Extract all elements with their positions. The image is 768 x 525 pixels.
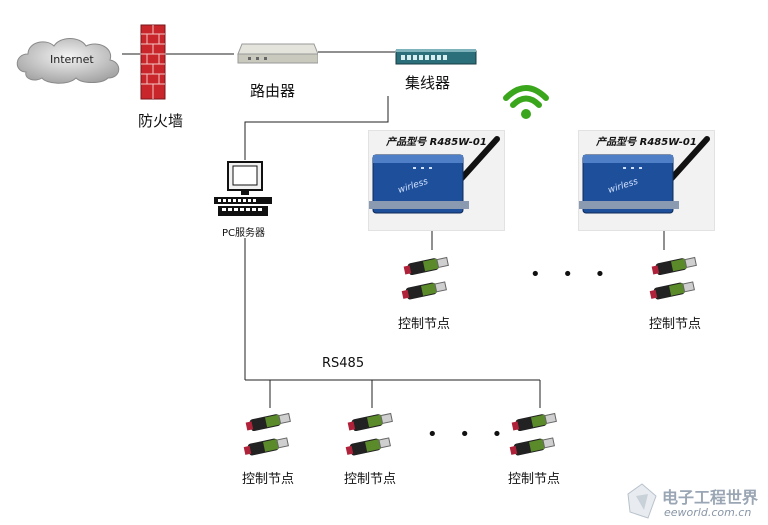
computer-icon — [214, 161, 272, 216]
control-node-wired-1 — [240, 408, 296, 460]
pc-server — [212, 160, 274, 220]
control-node-wired-2 — [342, 408, 398, 460]
control-node-wireless-2 — [646, 252, 702, 304]
internet-label: Internet — [50, 53, 94, 66]
modem-model-label: 产品型号 R485W-01 — [596, 137, 697, 148]
router — [234, 42, 319, 66]
router-label: 路由器 — [250, 82, 296, 100]
wifi-icon — [503, 85, 549, 119]
hub-label: 集线器 — [405, 74, 451, 92]
actuator-icon — [345, 412, 393, 456]
switch-icon — [395, 49, 477, 65]
modem-photo-1: 产品型号 R485W-01 wirless — [368, 130, 505, 231]
actuator-icon — [243, 412, 291, 456]
modem-photo-2: 产品型号 R485W-01 wirless — [578, 130, 715, 231]
internet-cloud: Internet — [12, 32, 124, 87]
firewall — [140, 24, 166, 100]
control-node-label: 控制节点 — [649, 317, 702, 332]
watermark: 电子工程世界 eeworld.com.cn — [626, 480, 766, 524]
wifi-signal — [500, 80, 552, 122]
control-node-label: 控制节点 — [242, 472, 295, 487]
router-icon — [237, 43, 319, 64]
actuator-icon — [401, 256, 449, 300]
cloud-icon — [16, 38, 120, 84]
control-node-label: 控制节点 — [508, 472, 561, 487]
watermark-name: 电子工程世界 — [662, 488, 759, 507]
control-node-wired-3 — [506, 408, 562, 460]
firewall-label: 防火墙 — [138, 112, 184, 130]
pc-server-label: PC服务器 — [222, 228, 266, 239]
ellipsis-wireless: • • • — [530, 264, 614, 285]
wireless-modem-icon: wirless — [369, 136, 500, 214]
actuator-icon — [509, 412, 557, 456]
wireless-modem-icon: wirless — [579, 136, 710, 214]
modem-model-label: 产品型号 R485W-01 — [386, 137, 487, 148]
logo-icon — [627, 483, 657, 519]
control-node-label: 控制节点 — [344, 472, 397, 487]
watermark-url: eeworld.com.cn — [664, 506, 752, 519]
control-node-label: 控制节点 — [398, 317, 451, 332]
ellipsis-wired: • • • — [427, 424, 511, 445]
brick-wall-icon — [140, 24, 166, 100]
actuator-icon — [649, 256, 697, 300]
rs485-label: RS485 — [322, 356, 365, 371]
hub — [395, 48, 477, 66]
control-node-wireless-1 — [398, 252, 454, 304]
